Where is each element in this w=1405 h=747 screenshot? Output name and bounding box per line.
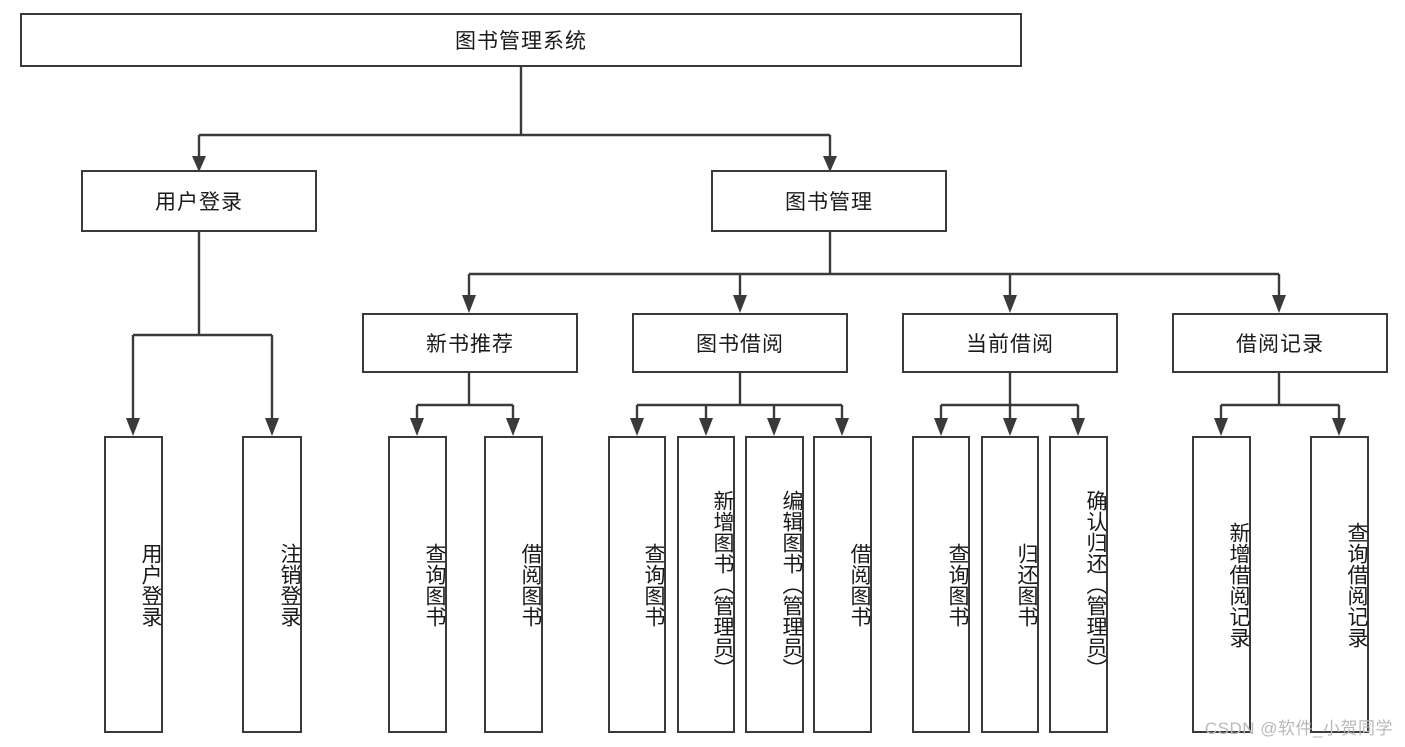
arrow-bookmgmt-child-1 [462, 295, 476, 313]
node-book-borrowing[interactable]: 图书借阅 [632, 313, 848, 373]
node-label: 新增借阅记录 [1227, 521, 1250, 648]
leaf-borrow-add-book-admin[interactable]: 新增图书（管理员） [677, 436, 735, 733]
node-label: 图书管理系统 [455, 30, 587, 53]
node-label: 用户登录 [155, 191, 243, 214]
leaf-user-login-login[interactable]: 用户登录 [104, 436, 163, 733]
arrow-userlogin-leaf-1 [126, 418, 140, 436]
node-label: 图书借阅 [696, 333, 784, 356]
node-label: 查询借阅记录 [1345, 521, 1368, 648]
arrow-bookmgmt-child-2 [733, 295, 747, 313]
node-label: 借阅图书 [848, 542, 871, 627]
leaf-borrow-edit-book-admin[interactable]: 编辑图书（管理员） [745, 436, 804, 733]
leaf-borrow-query-book[interactable]: 查询图书 [608, 436, 666, 733]
node-label: 查询图书 [642, 542, 665, 627]
node-label: 借阅图书 [519, 542, 542, 627]
leaf-borrow-borrow-book[interactable]: 借阅图书 [813, 436, 872, 733]
leaf-recommend-query-book[interactable]: 查询图书 [388, 436, 447, 733]
leaf-current-confirm-return-admin[interactable]: 确认归还（管理员） [1049, 436, 1108, 733]
node-user-login[interactable]: 用户登录 [81, 170, 317, 232]
arrow-recommend-leaf-2 [506, 418, 520, 436]
node-label: 当前借阅 [966, 333, 1054, 356]
arrow-current-leaf-2 [1003, 418, 1017, 436]
node-label: 借阅记录 [1236, 333, 1324, 356]
node-label: 确认归还（管理员） [1084, 490, 1107, 679]
leaf-record-query-borrow-record[interactable]: 查询借阅记录 [1310, 436, 1369, 733]
node-label: 查询图书 [946, 542, 969, 627]
node-label: 注销登录 [278, 542, 301, 627]
node-label: 新增图书（管理员） [711, 490, 734, 679]
arrow-current-leaf-1 [934, 418, 948, 436]
arrow-bookmgmt-child-4 [1272, 295, 1286, 313]
leaf-recommend-borrow-book[interactable]: 借阅图书 [484, 436, 543, 733]
arrow-borrow-leaf-2 [699, 418, 713, 436]
arrow-current-leaf-3 [1071, 418, 1085, 436]
leaf-user-login-logout[interactable]: 注销登录 [242, 436, 302, 733]
leaf-current-return-book[interactable]: 归还图书 [981, 436, 1039, 733]
watermark-text: CSDN @软件_小贺同学 [1204, 719, 1393, 738]
arrow-record-leaf-1 [1214, 418, 1228, 436]
node-label: 归还图书 [1015, 542, 1038, 627]
node-label: 新书推荐 [426, 333, 514, 356]
arrow-bookmgmt-child-3 [1003, 295, 1017, 313]
node-label: 图书管理 [785, 191, 873, 214]
node-current-borrowing[interactable]: 当前借阅 [902, 313, 1118, 373]
node-root-book-management-system[interactable]: 图书管理系统 [20, 13, 1022, 67]
node-label: 编辑图书（管理员） [780, 490, 803, 679]
node-label: 用户登录 [139, 542, 162, 627]
leaf-current-query-book[interactable]: 查询图书 [912, 436, 970, 733]
arrow-borrow-leaf-1 [630, 418, 644, 436]
arrow-userlogin-leaf-2 [265, 418, 279, 436]
node-new-book-recommendation[interactable]: 新书推荐 [362, 313, 578, 373]
arrow-recommend-leaf-1 [410, 418, 424, 436]
arrow-record-leaf-2 [1332, 418, 1346, 436]
node-book-management[interactable]: 图书管理 [711, 170, 947, 232]
arrow-borrow-leaf-3 [767, 418, 781, 436]
node-label: 查询图书 [423, 542, 446, 627]
node-borrowing-records[interactable]: 借阅记录 [1172, 313, 1388, 373]
arrow-borrow-leaf-4 [835, 418, 849, 436]
leaf-record-add-borrow-record[interactable]: 新增借阅记录 [1192, 436, 1251, 733]
